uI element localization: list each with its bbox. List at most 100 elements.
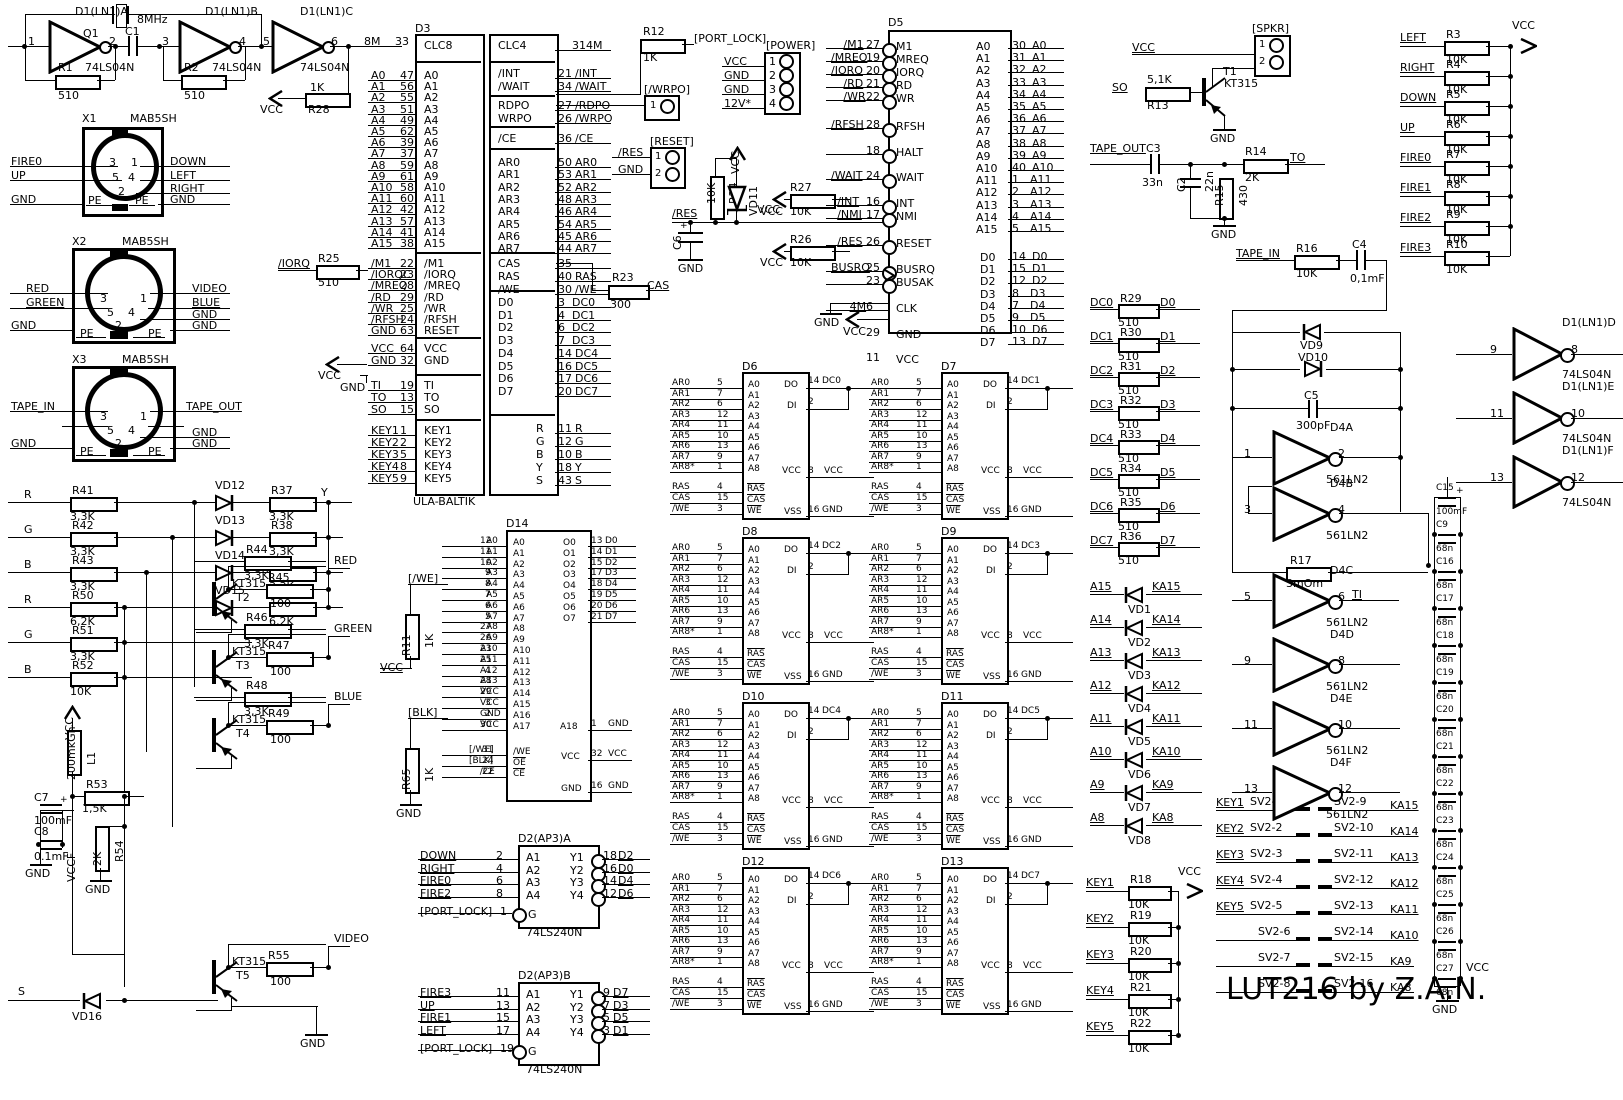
rom-out-number: 18 [591,579,603,590]
ram-inner-label: A4 [748,587,760,597]
ram-inner-ctrl: WE [946,836,961,846]
sv2-left-num-1: SV2-2 [1250,821,1283,834]
rom-inner-ctrl: OE [513,758,526,768]
ram-inner-label: A3 [947,906,959,917]
wire [646,290,658,291]
ram-ref-D12: D12 [742,855,765,868]
joy-res-value-6: 10K [1446,233,1468,246]
ram-body-D9 [941,537,1009,685]
key-res-ref-1: R19 [1130,909,1152,922]
wire [1386,260,1387,310]
wire [356,270,368,271]
ram-pin-label: AR6 [871,441,890,451]
ram-pin-number: 12 [717,574,729,585]
ula-pin-label: A6 [371,136,386,150]
wire [670,563,742,565]
wire [1005,883,1073,884]
ula-inner-label: /CE [498,132,517,145]
ula-rpin-number: 50 [558,156,572,169]
r2-ref: R2 [184,61,199,74]
wire [368,268,415,269]
wire [592,263,593,290]
ram-do-pin: 14 [1007,871,1019,881]
data-res-out-1: D1 [1160,330,1176,343]
ram-pin-number: 9 [717,451,723,462]
buffer-out-bubble [591,891,606,907]
wire [72,954,124,955]
right-inv-ref-0: D1(LN1)D [1562,316,1616,329]
ula-rpin-label: AR7 [575,242,598,256]
wire [380,668,412,669]
ula-pin-label: A15 [371,237,393,250]
ula-inner-label: D4 [498,346,514,360]
ula-rpin-label: B [575,448,583,461]
crystal-ref: Q1 [83,27,99,40]
gate-type-2: 561LN2 [1326,616,1369,629]
rom-vcc-num: 32 [591,749,603,759]
wire [869,430,941,431]
wire [231,688,232,700]
wire [86,205,112,206]
to-label: TO [1290,151,1306,164]
wire [328,704,350,705]
c7-value: 100mF [34,814,73,827]
resistor-r28 [305,93,351,108]
c6-polarity: + [680,221,688,231]
ram-pin-label: AR6 [672,441,691,451]
decap-value-6: 68n [1436,729,1454,739]
wire [150,411,230,412]
ram-ref-D9: D9 [941,525,957,538]
decap-plate-b-1 [1438,542,1456,544]
ula-rpin-label: DC1 [572,308,596,322]
cpu-pin-signal: /RES [837,235,863,248]
buffer-out-label: D0 [618,861,634,875]
wire [670,409,742,410]
x2-right-0: VIDEO [192,282,227,295]
ram-pin-label: AR0 [672,708,691,718]
out-8m-pin: 33 [395,35,409,48]
resistor-r13 [1145,87,1191,102]
wire [1232,600,1272,601]
addr-diode-out-6: KA9 [1152,778,1174,791]
video-res-value-0: 3,3K [70,510,95,523]
c5-value: 300pF [1296,419,1331,432]
wire [832,199,850,200]
data-res-out-2: D2 [1160,364,1176,377]
wire [10,293,108,294]
buffer-body-0 [518,845,600,929]
ram-ctrl-label: CAS [871,823,890,833]
sv2-right-num-5: SV2-14 [1334,925,1374,938]
ula-inner-label: D6 [498,372,514,386]
decap-ref-4: C18 [1436,631,1454,641]
key-res-value-1: 10K [1128,934,1150,947]
cpu-ref: D5 [888,16,904,29]
wire [40,810,74,811]
x3-left-3: GND [11,437,37,450]
crystal-value: 8MHz [137,13,168,26]
ula-inner-label: KEY4 [424,460,452,473]
wire [670,451,742,452]
resistor-r16 [1294,255,1340,270]
decap-value-12: 68n [1436,951,1454,961]
ula-inner-label: /MREQ [424,279,461,293]
ram-gnd-label: GND [1021,1000,1042,1010]
sv2-right-num-6: SV2-15 [1334,951,1374,964]
x1-pe-left: PE [88,194,102,207]
ram-pin-number: 10 [916,430,928,441]
ula-rpin-number: 43 [558,474,572,487]
wire [72,772,73,796]
wire [25,80,55,81]
ram-ctrl-label: /WE [871,834,889,844]
wire [1339,664,1400,665]
ram-gnd-pin: 16 [1007,670,1019,680]
ram-vcc-label: VCC [1023,631,1042,641]
wire [1332,888,1414,889]
x2-pin3: 3 [100,292,107,305]
ram-pin-label: AR5 [672,760,691,771]
ram-inner-label: A8 [947,464,959,474]
r54-value: 2K [91,851,104,866]
gate-in-pin-0: 1 [1244,447,1251,460]
x3-pe-left: PE [80,445,94,458]
ram-inner-ctrl: RAS [946,814,964,824]
wire [1216,914,1296,915]
